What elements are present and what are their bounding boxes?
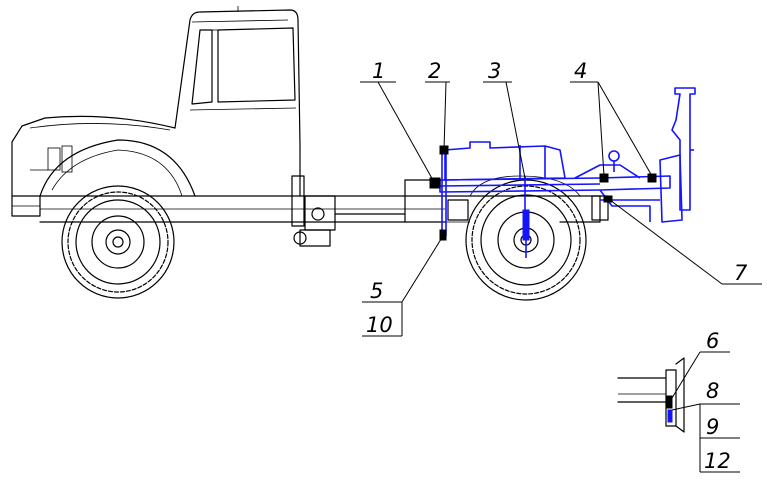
callout-labels: 1 2 3 4 5 10 7 6 8 9 12 [366,59,748,473]
callout-7: 7 [734,261,748,285]
transfer-case [291,175,406,247]
callout-8: 8 [706,379,719,403]
callout-9: 9 [706,415,719,439]
callout-10: 10 [366,313,393,337]
truck-outline [11,6,609,301]
detail-view [617,357,685,433]
cab-window [217,27,296,103]
hood [11,115,176,197]
tank [444,141,566,181]
leader-lines [360,81,762,473]
callout-2: 2 [428,59,441,83]
callout-1: 1 [372,59,385,83]
callout-12: 12 [704,449,731,473]
callout-6: 6 [706,329,719,353]
cab-door-window [191,29,213,105]
front-wheel [61,185,175,299]
lift-column [671,87,696,211]
body-equipment [429,87,696,258]
callout-4: 4 [574,59,587,83]
frame-rail [39,195,446,223]
cab [174,9,301,197]
callout-3: 3 [488,59,501,83]
front-fender [39,139,196,197]
callout-5: 5 [370,279,383,303]
